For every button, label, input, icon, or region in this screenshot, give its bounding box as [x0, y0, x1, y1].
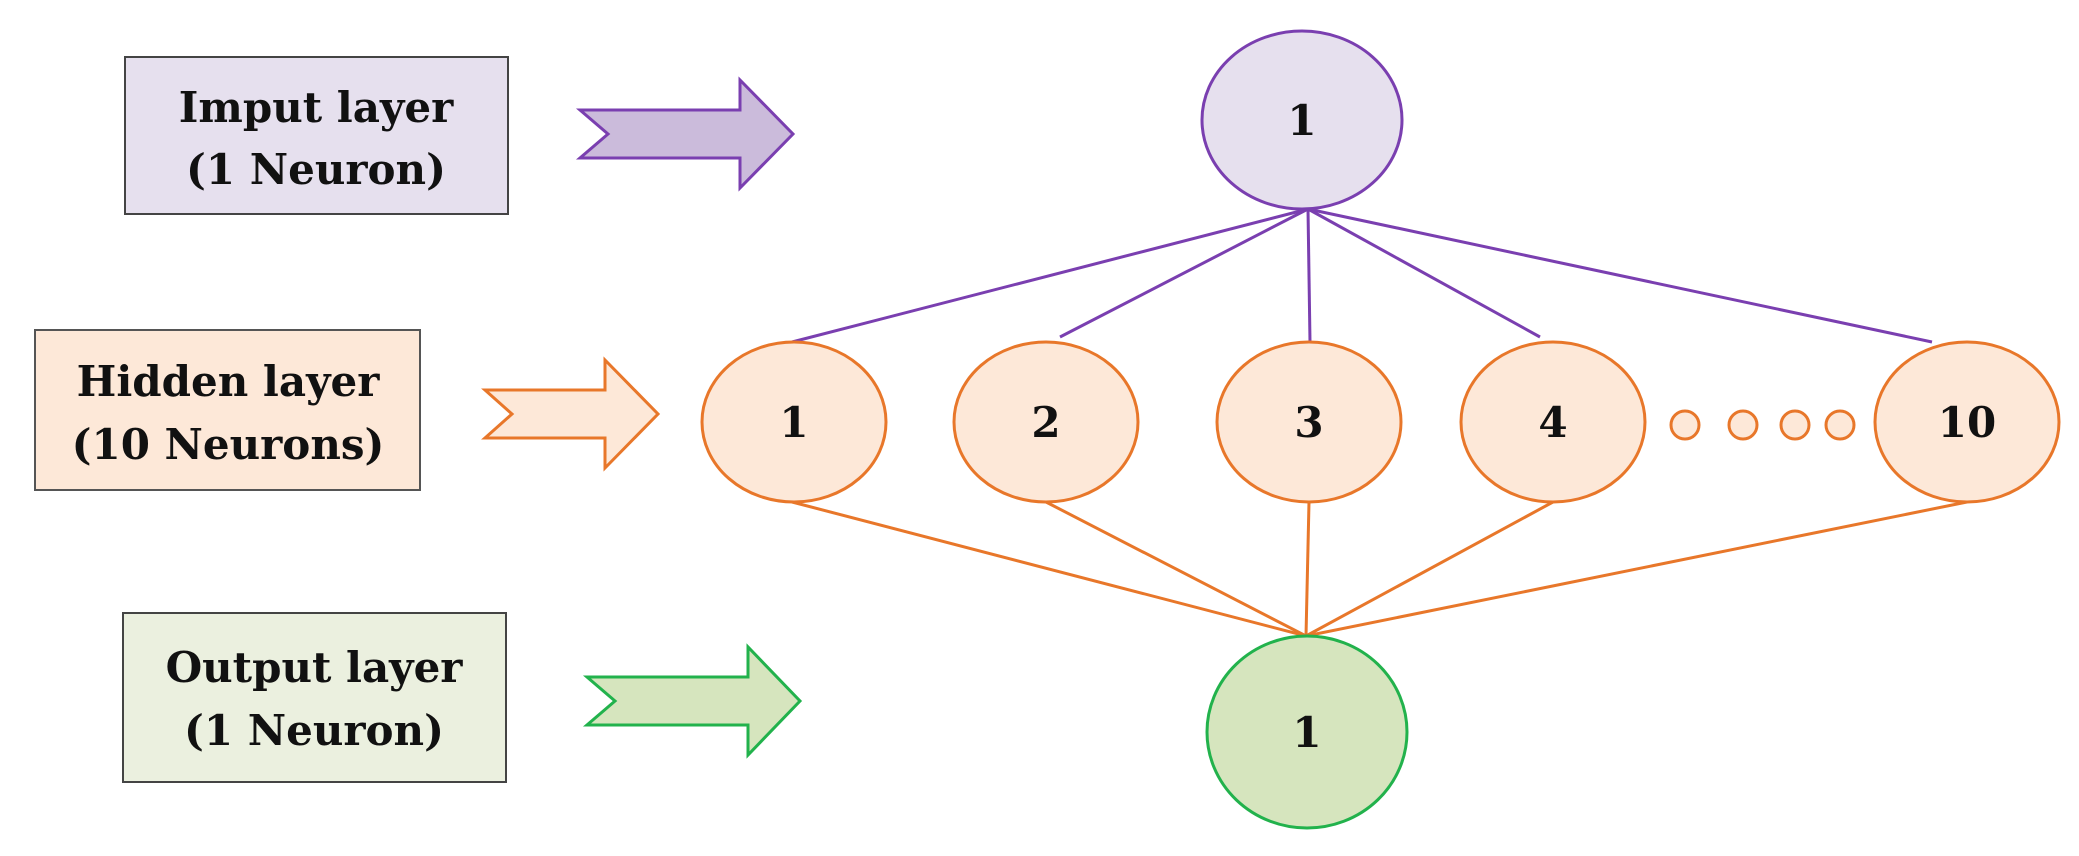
input-layer-title: Imput layer [179, 83, 454, 132]
ellipsis-dot-1 [1669, 409, 1701, 441]
hidden-layer-label: Hidden layer (10 Neurons) [34, 329, 421, 491]
input-hidden-edge-4 [1307, 207, 1541, 339]
hidden-layer-title: Hidden layer [77, 357, 381, 406]
hidden-neuron-label-3: 3 [1294, 398, 1323, 447]
ellipsis-dot-2 [1727, 409, 1759, 441]
hidden-neuron-4 [1459, 340, 1647, 504]
hidden-neuron-label-5: 10 [1938, 398, 1996, 447]
hidden-output-edge-2 [1045, 500, 1307, 638]
hidden-output-edge-5 [1305, 500, 1968, 638]
output-neuron-label-1: 1 [1292, 708, 1321, 757]
arrow-right-icon [575, 76, 796, 192]
hidden-to-output-connections [791, 500, 1968, 638]
input-neuron-label-1: 1 [1287, 96, 1316, 145]
ellipsis-dot-3 [1779, 409, 1811, 441]
input-layer-label: Imput layer (1 Neuron) [124, 56, 509, 215]
hidden-layer-ellipsis [1669, 409, 1856, 441]
hidden-neuron-3 [1215, 340, 1403, 504]
input-neuron-1 [1200, 29, 1404, 211]
input-layer-nodes: 1 [1200, 29, 1404, 211]
hidden-output-edge-1 [791, 500, 1307, 638]
input-hidden-edge-1 [791, 207, 1309, 344]
ellipsis-dot-4 [1824, 409, 1856, 441]
hidden-neuron-label-1: 1 [779, 398, 808, 447]
input-hidden-edge-5 [1307, 207, 1933, 344]
hidden-neuron-2 [952, 340, 1140, 504]
arrow-right-icon [481, 356, 661, 472]
input-layer-count: (1 Neuron) [186, 145, 446, 194]
hidden-output-edge-4 [1305, 500, 1554, 638]
output-layer-title: Output layer [166, 643, 464, 692]
output-layer-nodes: 1 [1205, 634, 1409, 830]
hidden-neuron-label-4: 4 [1538, 398, 1567, 447]
hidden-output-edge-3 [1304, 501, 1311, 637]
hidden-layer-nodes: 1 2 3 4 10 [700, 340, 2061, 504]
input-hidden-edge-3 [1306, 208, 1312, 343]
hidden-neuron-label-2: 2 [1031, 398, 1060, 447]
hidden-neuron-1 [700, 340, 888, 504]
hidden-layer-count: (10 Neurons) [72, 420, 385, 469]
hidden-neuron-5 [1873, 340, 2061, 504]
output-neuron-1 [1205, 634, 1409, 830]
output-layer-count: (1 Neuron) [184, 706, 444, 755]
arrow-right-icon [582, 643, 803, 759]
input-to-hidden-connections [791, 207, 1933, 344]
input-hidden-edge-2 [1059, 207, 1309, 339]
output-layer-label: Output layer (1 Neuron) [122, 612, 507, 783]
